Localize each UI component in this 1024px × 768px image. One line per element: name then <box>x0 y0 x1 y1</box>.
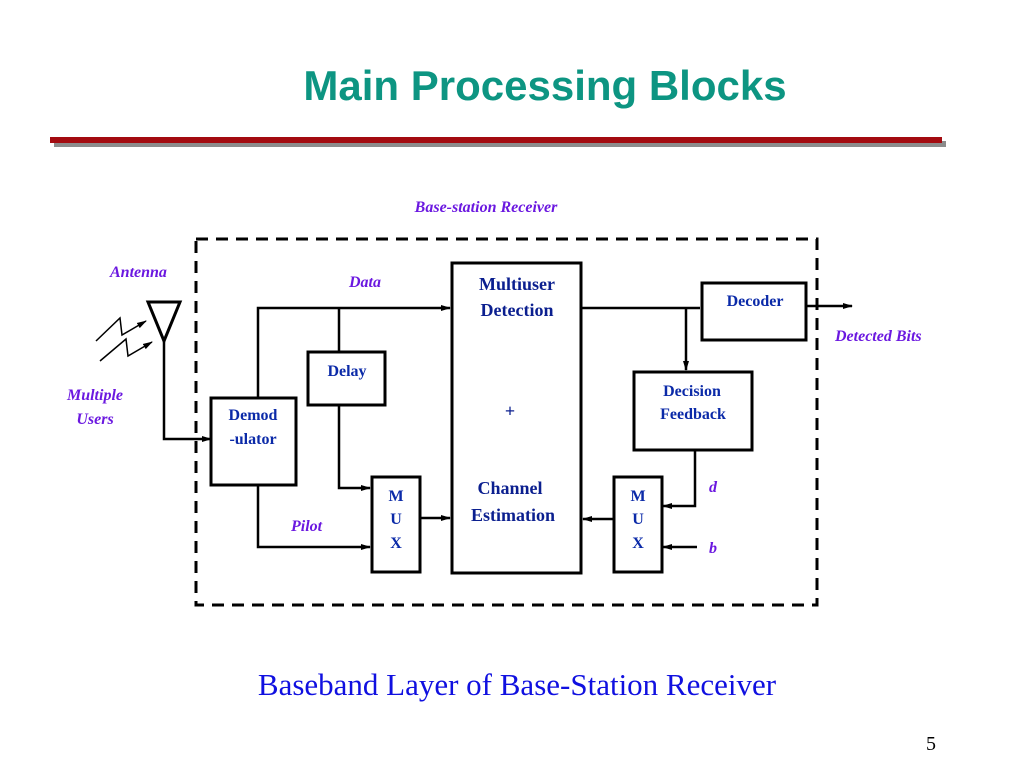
antenna-icon <box>145 300 183 345</box>
mux-left-block <box>370 475 422 574</box>
decoder-label: Decoder <box>727 293 784 310</box>
mux-right-m: M <box>630 488 645 505</box>
b-label: b <box>709 540 717 557</box>
d-label: d <box>709 479 718 496</box>
mux-left-m: M <box>388 488 403 505</box>
mud-label-2: Detection <box>481 300 554 320</box>
decision-feedback-block <box>632 370 754 452</box>
mux-left-x: X <box>390 535 402 552</box>
detected-bits-label: Detected Bits <box>834 328 922 345</box>
base-station-boundary <box>194 237 819 607</box>
channel-est-label-1: Channel <box>477 478 542 498</box>
demodulator-label-2: -ulator <box>229 431 276 448</box>
mud-channel-block <box>450 261 583 575</box>
delay-to-mux-wire <box>337 405 371 491</box>
plus-label: + <box>505 401 515 421</box>
feedback-to-mux-wire <box>662 449 697 509</box>
slide-caption: Baseband Layer of Base-Station Receiver <box>257 667 777 702</box>
slide-title: Main Processing Blocks <box>303 62 787 109</box>
pilot-label: Pilot <box>290 518 323 535</box>
demodulator-label-1: Demod <box>229 407 278 424</box>
antenna-to-demod-wire <box>162 341 212 442</box>
pilot-wire <box>256 485 371 550</box>
mux-right-block <box>612 475 664 574</box>
decoder-block <box>700 281 808 342</box>
mux-right-x: X <box>632 535 644 552</box>
multiple-users-label-1: Multiple <box>66 387 123 404</box>
mux-left-u: U <box>390 511 402 528</box>
channel-est-label-2: Estimation <box>471 505 555 525</box>
antenna-label: Antenna <box>109 264 167 281</box>
multiple-users-label-2: Users <box>76 411 113 428</box>
demodulator-block <box>209 396 298 487</box>
title-rule <box>50 137 942 143</box>
mux-right-u: U <box>632 511 644 528</box>
radio-wave-icon <box>95 316 153 362</box>
data-label: Data <box>348 274 381 291</box>
data-wire <box>256 305 451 398</box>
container-label: Base-station Receiver <box>414 199 558 216</box>
title-rule-shadow <box>54 141 946 147</box>
decision-feedback-label-2: Feedback <box>660 406 726 423</box>
delay-label: Delay <box>327 363 366 380</box>
mud-label-1: Multiuser <box>479 274 555 294</box>
decision-feedback-label-1: Decision <box>663 383 721 400</box>
page-number: 5 <box>926 733 936 755</box>
delay-block <box>306 350 387 407</box>
